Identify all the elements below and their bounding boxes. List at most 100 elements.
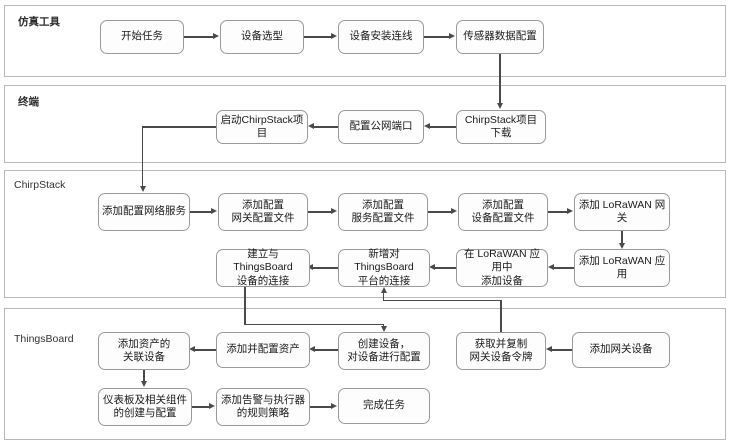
- node-add-device-config-file[interactable]: 添加配置 设备配置文件: [458, 193, 548, 231]
- node-establish-thingsboard-device-connection[interactable]: 建立与ThingsBoard 设备的连接: [216, 247, 310, 287]
- arrow-head: [424, 123, 430, 130]
- band-label-thingsboard: ThingsBoard: [14, 333, 74, 345]
- node-device-selection[interactable]: 设备选型: [220, 20, 304, 54]
- arrow-head: [209, 403, 215, 410]
- node-dashboard-create-configure[interactable]: 仪表板及相关组件 的创建与配置: [98, 388, 192, 426]
- edge-tb-device-conn-right: [244, 324, 385, 326]
- node-label: 传感器数据配置: [463, 30, 537, 43]
- node-start-chirpstack-project[interactable]: 启动ChirpStack项目: [216, 110, 308, 144]
- node-label: 建立与ThingsBoard 设备的连接: [233, 247, 293, 287]
- edge-install-to-sensor-config: [424, 36, 450, 38]
- edge-lorawan-gateway-to-lorawan-app: [621, 231, 623, 244]
- node-label: 开始任务: [121, 30, 163, 43]
- edge-add-gateway-device-to-gateway-token: [552, 349, 572, 351]
- node-add-network-service-config[interactable]: 添加配置网络服务: [98, 193, 190, 231]
- node-add-lorawan-application[interactable]: 添加 LoRaWAN 应用: [574, 249, 670, 287]
- arrow-head: [381, 287, 387, 293]
- node-finish-task[interactable]: 完成任务: [338, 388, 430, 424]
- node-add-lorawan-gateway[interactable]: 添加 LoRaWAN 网关: [574, 193, 670, 231]
- arrow-head: [451, 208, 457, 215]
- edge-tb-platform-conn-to-tb-device-conn: [312, 267, 338, 269]
- node-add-asset-related-device[interactable]: 添加资产的 关联设备: [98, 332, 190, 370]
- node-add-configure-asset[interactable]: 添加并配置资产: [216, 332, 310, 368]
- edge-gateway-token-to-tb-platform-conn: [383, 292, 385, 301]
- edge-gateway-file-to-service-file: [308, 211, 332, 213]
- node-label: 启动ChirpStack项目: [220, 113, 304, 139]
- node-get-copy-gateway-device-token[interactable]: 获取并复制 网关设备令牌: [456, 332, 546, 370]
- node-add-thingsboard-platform-connection[interactable]: 新增对ThingsBoard 平台的连接: [338, 247, 430, 287]
- node-create-and-configure-device[interactable]: 创建设备， 对设备进行配置: [338, 332, 430, 370]
- edge-gateway-token-left: [383, 300, 501, 302]
- arrow-head: [548, 264, 554, 271]
- edge-sensor-config-to-project-download: [499, 54, 501, 104]
- node-label: 新增对ThingsBoard 平台的连接: [354, 247, 414, 287]
- node-public-network-port-config[interactable]: 配置公网端口: [338, 110, 424, 144]
- edge-alarm-rule-to-finish: [310, 406, 332, 408]
- node-label: 添加配置 网关配置文件: [231, 198, 295, 224]
- edge-dashboard-to-alarm-rule: [192, 406, 210, 408]
- band-label-simulation-tool: 仿真工具: [18, 16, 60, 28]
- arrow-head: [140, 186, 146, 192]
- node-label: 添加 LoRaWAN 网关: [578, 198, 666, 224]
- arrow-head: [567, 208, 573, 215]
- arrow-head: [309, 346, 315, 353]
- node-device-installation-wiring[interactable]: 设备安装连线: [338, 20, 424, 54]
- edge-add-device-to-tb-platform-conn: [434, 267, 456, 269]
- node-label: 获取并复制 网关设备令牌: [469, 337, 533, 363]
- edge-asset-related-device-to-dashboard: [143, 370, 145, 382]
- node-label: 完成任务: [363, 399, 405, 412]
- edge-network-service-to-gateway-file: [190, 211, 212, 213]
- node-label: 添加配置 服务配置文件: [351, 198, 415, 224]
- band-label-chirpstack: ChirpStack: [14, 179, 66, 191]
- node-start-task[interactable]: 开始任务: [100, 20, 184, 54]
- node-label: 添加配置 设备配置文件: [471, 198, 535, 224]
- edge-lorawan-app-to-add-device: [554, 267, 574, 269]
- node-label: 仪表板及相关组件 的创建与配置: [103, 393, 187, 419]
- edge-start-project-to-network-service-v: [142, 126, 144, 188]
- arrow-head: [211, 208, 217, 215]
- node-add-gateway-config-file[interactable]: 添加配置 网关配置文件: [218, 193, 308, 231]
- node-label: 配置公网端口: [349, 120, 413, 133]
- edge-start-to-device-selection: [184, 36, 214, 38]
- node-label: 创建设备， 对设备进行配置: [347, 337, 421, 363]
- node-add-device-in-lorawan-app[interactable]: 在 LoRaWAN 应用中 添加设备: [456, 247, 548, 287]
- node-label: 在 LoRaWAN 应用中 添加设备: [463, 247, 541, 287]
- node-add-gateway-device[interactable]: 添加网关设备: [572, 332, 670, 368]
- node-label: 设备安装连线: [349, 30, 413, 43]
- arrow-head: [429, 264, 435, 271]
- arrow-head: [308, 123, 314, 130]
- arrow-head: [307, 264, 313, 271]
- edge-gateway-token-up: [500, 300, 502, 332]
- arrow-head: [546, 346, 552, 353]
- node-label: 添加配置网络服务: [102, 205, 186, 218]
- arrow-head: [449, 33, 455, 40]
- arrow-head: [331, 208, 337, 215]
- node-label: 添加 LoRaWAN 应用: [578, 254, 666, 280]
- edge-device-selection-to-install: [304, 36, 332, 38]
- arrow-head: [619, 243, 625, 249]
- edge-service-file-to-device-file: [428, 211, 452, 213]
- edge-create-device-to-add-asset: [314, 349, 338, 351]
- node-sensor-data-config[interactable]: 传感器数据配置: [456, 20, 544, 54]
- edge-device-file-to-lorawan-gateway: [548, 211, 568, 213]
- arrow-head: [189, 346, 195, 353]
- arrow-head: [331, 33, 337, 40]
- arrow-head: [381, 326, 387, 332]
- node-add-alarm-actuator-rule[interactable]: 添加告警与执行器 的规则策略: [216, 388, 310, 426]
- node-label: 添加告警与执行器 的规则策略: [221, 393, 305, 419]
- edge-start-project-to-network-service-h: [142, 126, 216, 128]
- edge-add-asset-to-asset-related-device: [194, 349, 216, 351]
- arrow-head: [497, 103, 503, 109]
- node-chirpstack-project-download[interactable]: ChirpStack项目下载: [456, 110, 546, 144]
- arrow-head: [213, 33, 219, 40]
- node-label: 添加并配置资产: [226, 343, 300, 356]
- node-label: 添加资产的 关联设备: [117, 337, 171, 363]
- node-label: ChirpStack项目下载: [464, 113, 538, 139]
- edge-port-config-to-start-project: [314, 126, 338, 128]
- node-label: 添加网关设备: [589, 343, 653, 356]
- node-add-service-config-file[interactable]: 添加配置 服务配置文件: [338, 193, 428, 231]
- edge-tb-device-conn-down: [244, 287, 246, 325]
- band-label-terminal: 终端: [18, 96, 39, 108]
- edge-project-download-to-port-config: [430, 126, 456, 128]
